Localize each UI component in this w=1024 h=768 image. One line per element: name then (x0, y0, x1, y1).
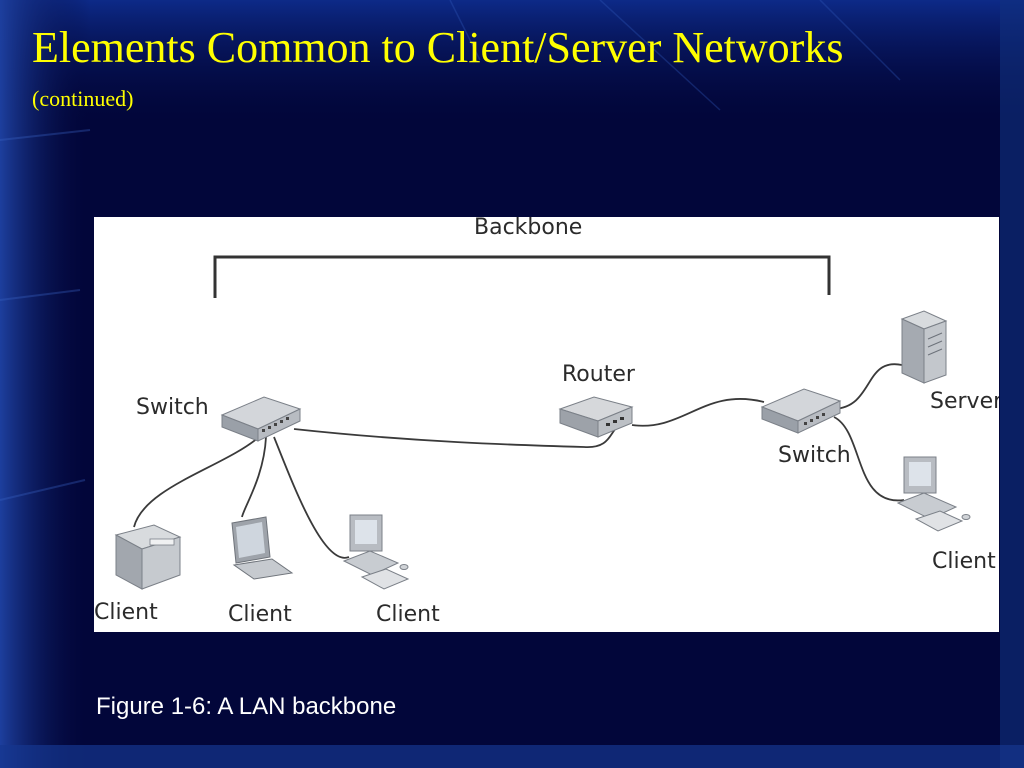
right-switch-icon (760, 388, 842, 434)
network-diagram (114, 255, 971, 590)
cable-switch-to-client-right (833, 416, 905, 502)
left-switch-label: Switch (136, 395, 209, 420)
left-switch-icon (220, 396, 302, 442)
figure-caption: Figure 1-6: A LAN backbone (96, 693, 397, 720)
server-icon (900, 310, 948, 384)
printer-client-icon (114, 524, 182, 590)
desktop-computer-icon-right (896, 456, 971, 532)
client-desktop-label: Client (376, 602, 440, 627)
cable-router-to-switch (631, 398, 765, 427)
cable-switch-to-server (833, 363, 903, 410)
lan-backbone-figure: Backbone Switch Router Switch Server Cli… (94, 217, 999, 632)
client-printer-label: Client (94, 600, 158, 625)
backbone-bracket (213, 255, 831, 298)
backbone-label: Backbone (474, 217, 583, 240)
client-laptop-label: Client (228, 602, 292, 627)
laptop-client-icon (231, 516, 294, 580)
network-cables (133, 363, 905, 559)
cable-switch-to-desktop (273, 436, 350, 559)
router-icon (558, 396, 634, 438)
slide-subtitle: (continued) (32, 86, 134, 111)
cable-switch-to-laptop (241, 436, 267, 518)
client-right-label: Client (932, 549, 996, 574)
right-switch-label: Switch (778, 443, 851, 468)
slide-title: Elements Common to Client/Server Network… (32, 23, 844, 72)
cable-switch-to-printer (133, 436, 260, 528)
router-label: Router (562, 362, 635, 387)
cable-switch-to-router (293, 424, 623, 448)
desktop-computer-icon-left (342, 514, 410, 590)
server-label: Server (930, 389, 999, 414)
